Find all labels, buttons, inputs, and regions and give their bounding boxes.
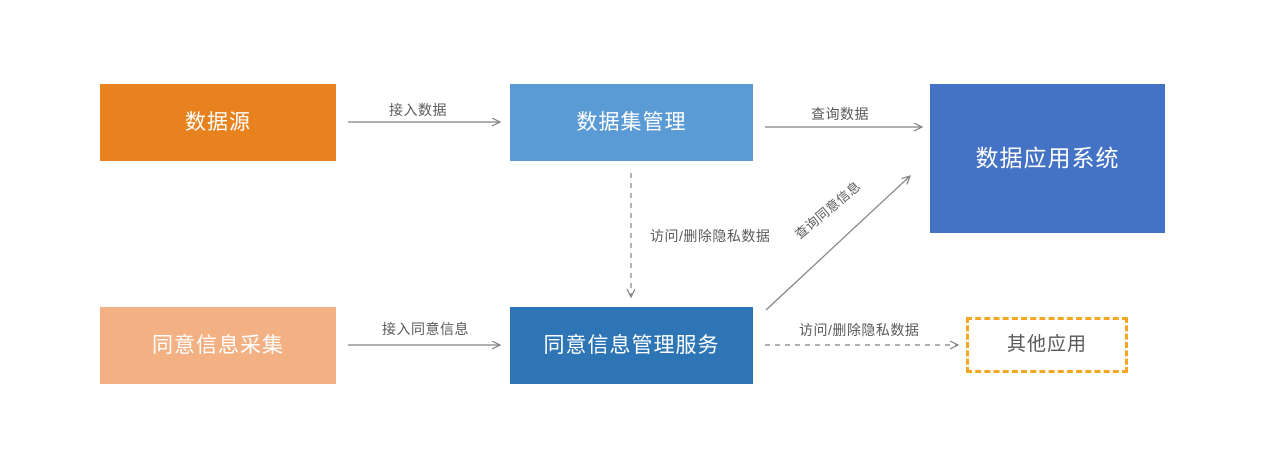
edge-label-privacy-top: 访问/删除隐私数据	[650, 228, 771, 244]
node-data-source[interactable]: 数据源	[100, 84, 336, 161]
edge-label-privacy-bottom: 访问/删除隐私数据	[799, 322, 920, 338]
node-consent-collect[interactable]: 同意信息采集	[100, 307, 336, 384]
node-dataset-mgmt[interactable]: 数据集管理	[510, 84, 753, 161]
edge-label-query-data: 查询数据	[811, 106, 869, 122]
node-consent-collect-label: 同意信息采集	[152, 333, 284, 357]
node-dataset-mgmt-label: 数据集管理	[576, 110, 687, 134]
node-data-app-system-label: 数据应用系统	[975, 144, 1120, 171]
node-data-source-label: 数据源	[185, 110, 251, 134]
node-other-apps-label: 其他应用	[1006, 333, 1087, 355]
edge-query-consent	[765, 176, 910, 311]
node-data-app-system[interactable]: 数据应用系统	[930, 84, 1165, 233]
edge-label-ingest-data: 接入数据	[389, 102, 447, 118]
node-other-apps[interactable]: 其他应用	[966, 317, 1128, 373]
node-consent-service[interactable]: 同意信息管理服务	[510, 307, 753, 384]
edge-label-ingest-consent: 接入同意信息	[382, 321, 469, 337]
node-consent-service-label: 同意信息管理服务	[543, 333, 720, 357]
